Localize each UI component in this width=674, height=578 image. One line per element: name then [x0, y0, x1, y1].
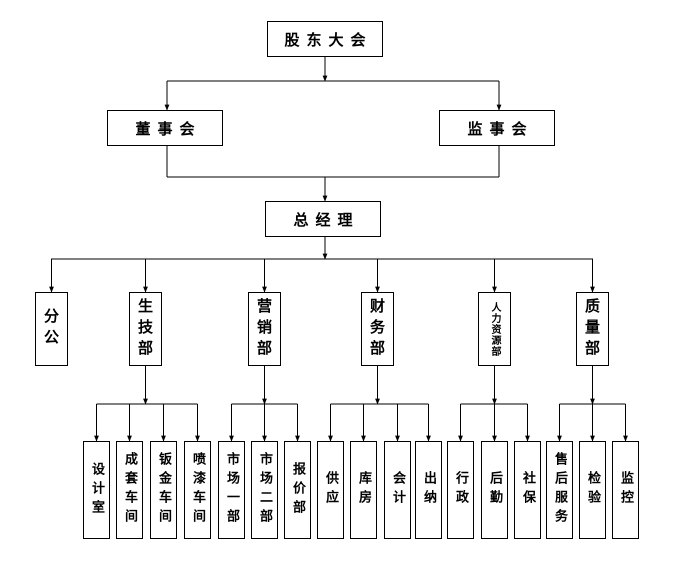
sub-dept-box-4-1: 后勤	[481, 441, 508, 539]
sub-dept-box-2-0: 市场一部	[218, 441, 245, 539]
board-of-supervisors-box: 监事会	[439, 110, 555, 146]
dept-box-5: 质量部	[576, 292, 609, 366]
sub-dept-box-2-2: 报价部	[284, 441, 311, 539]
dept-box-3: 财务部	[361, 292, 394, 366]
sub-dept-box-4-2: 社保	[514, 441, 541, 539]
sub-dept-box-5-0: 售后服务	[546, 441, 573, 539]
sub-dept-box-1-3: 喷漆车间	[184, 441, 211, 539]
sub-dept-box-5-2: 监控	[612, 441, 639, 539]
sub-dept-box-1-0: 设计室	[83, 441, 110, 539]
dept-box-1: 生技部	[129, 292, 162, 366]
sub-dept-box-3-0: 供应	[317, 441, 344, 539]
general-manager-box: 总经理	[265, 201, 381, 237]
dept-box-2: 营销部	[248, 292, 281, 366]
sub-dept-box-2-1: 市场二部	[251, 441, 278, 539]
board-of-directors-box: 董事会	[107, 110, 223, 146]
sub-dept-box-3-1: 库房	[350, 441, 377, 539]
sub-dept-box-4-0: 行政	[447, 441, 474, 539]
dept-box-0: 分公	[35, 292, 68, 366]
sub-dept-box-1-1: 成套车间	[116, 441, 143, 539]
sub-dept-box-3-2: 会计	[384, 441, 411, 539]
sub-dept-box-1-2: 钣金车间	[150, 441, 177, 539]
dept-box-4: 人力资源部	[478, 292, 511, 366]
sub-dept-box-5-1: 检验	[579, 441, 606, 539]
sub-dept-box-3-3: 出纳	[415, 441, 442, 539]
shareholders-meeting-box: 股东大会	[267, 21, 383, 57]
